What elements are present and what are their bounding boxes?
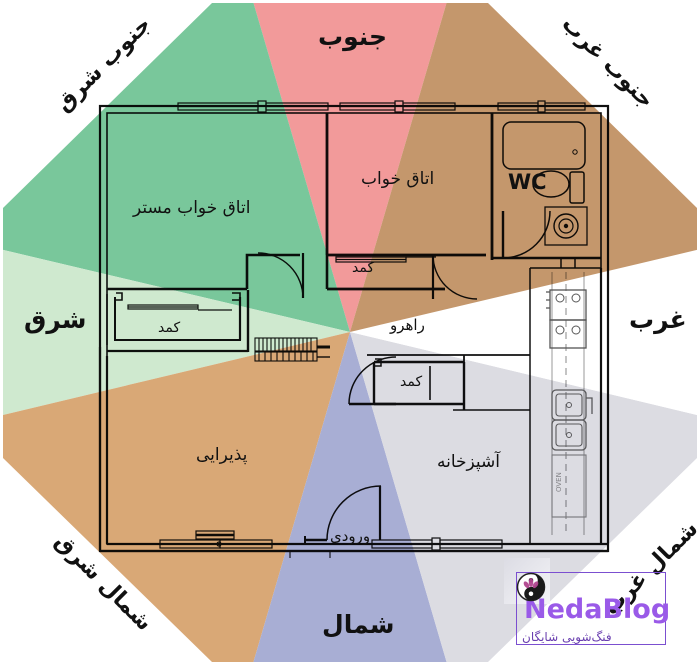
sector-northwest bbox=[350, 332, 697, 662]
room-label-bedroom: اتاق خواب bbox=[361, 169, 435, 189]
direction-label-south: جنوب bbox=[318, 22, 388, 51]
room-label-master-bedroom: اتاق خواب مستر bbox=[133, 198, 251, 218]
room-label-closet-east: کمد bbox=[158, 320, 181, 336]
room-label-closet-hall: کمد bbox=[400, 374, 423, 390]
floorplan-linework: OVEN bbox=[98, 100, 610, 558]
direction-label-west: غرب bbox=[629, 305, 687, 334]
room-label-corridor: راهرو bbox=[390, 316, 425, 334]
watermark-frame bbox=[516, 572, 666, 645]
watermark: NedaBlog فنگ‌شویی شایگان bbox=[504, 558, 680, 658]
direction-label-east: شرق bbox=[24, 305, 87, 334]
yin-yang-lotus-icon bbox=[516, 572, 546, 602]
room-label-living-room: پذیرایی bbox=[196, 445, 248, 465]
room-label-wc: WC bbox=[508, 170, 547, 194]
room-label-kitchen: آشپزخانه bbox=[437, 452, 501, 472]
sector-north bbox=[235, 332, 465, 662]
svg-text:OVEN: OVEN bbox=[555, 472, 563, 492]
sector-southwest bbox=[350, 3, 697, 332]
room-label-closet-bedroom: کمد bbox=[352, 260, 375, 276]
watermark-title: NedaBlog bbox=[524, 594, 671, 625]
sector-west bbox=[350, 235, 697, 430]
sector-east bbox=[3, 235, 350, 430]
watermark-subtitle: فنگ‌شویی شایگان bbox=[522, 630, 612, 644]
direction-label-north: شمال bbox=[322, 610, 395, 639]
room-label-entrance: ورودی bbox=[330, 527, 371, 545]
sector-south bbox=[235, 3, 465, 332]
sector-southeast bbox=[3, 3, 350, 332]
sector-northeast bbox=[3, 332, 350, 662]
